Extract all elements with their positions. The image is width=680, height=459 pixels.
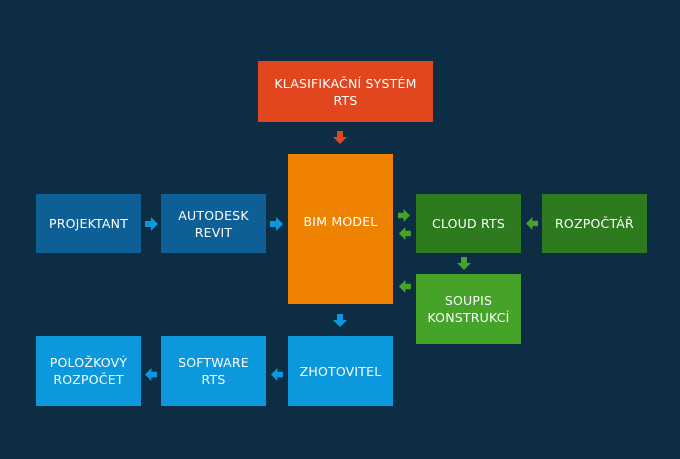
zhotovitel-node: ZHOTOVITEL — [288, 336, 393, 406]
rozpoctar-node: ROZPOČTÁŘ — [542, 194, 647, 253]
soupis-konstrukci-node: SOUPIS KONSTRUKCÍ — [416, 274, 521, 344]
cloud-rts-node: CLOUD RTS — [416, 194, 521, 253]
arrow-soupis-to-bim — [398, 280, 411, 293]
arrow-bim-to-cloud — [398, 209, 411, 222]
arrow-rozpoctar-to-cloud — [525, 217, 538, 230]
software-rts-node: SOFTWARE RTS — [161, 336, 266, 406]
arrow-cloud-to-soupis — [457, 257, 471, 270]
arrow-zhotovitel-to-software — [270, 368, 283, 381]
klasifikacni-system-node: KLASIFIKAČNÍ SYSTÉM RTS — [258, 61, 433, 122]
arrow-bim-to-zhotovitel — [333, 314, 347, 327]
arrow-cloud-to-bim — [398, 227, 411, 240]
polozkovy-rozpocet-node: POLOŽKOVÝ ROZPOČET — [36, 336, 141, 406]
arrow-projektant-to-autodesk — [145, 217, 158, 231]
arrow-autodesk-to-bim — [270, 217, 283, 231]
projektant-node: PROJEKTANT — [36, 194, 141, 253]
arrow-software-to-polozkovy — [144, 368, 157, 381]
autodesk-revit-node: AUTODESK REVIT — [161, 194, 266, 253]
bim-model-node: BIM MODEL — [288, 154, 393, 304]
arrow-klasifikacni-to-bim — [333, 131, 347, 144]
